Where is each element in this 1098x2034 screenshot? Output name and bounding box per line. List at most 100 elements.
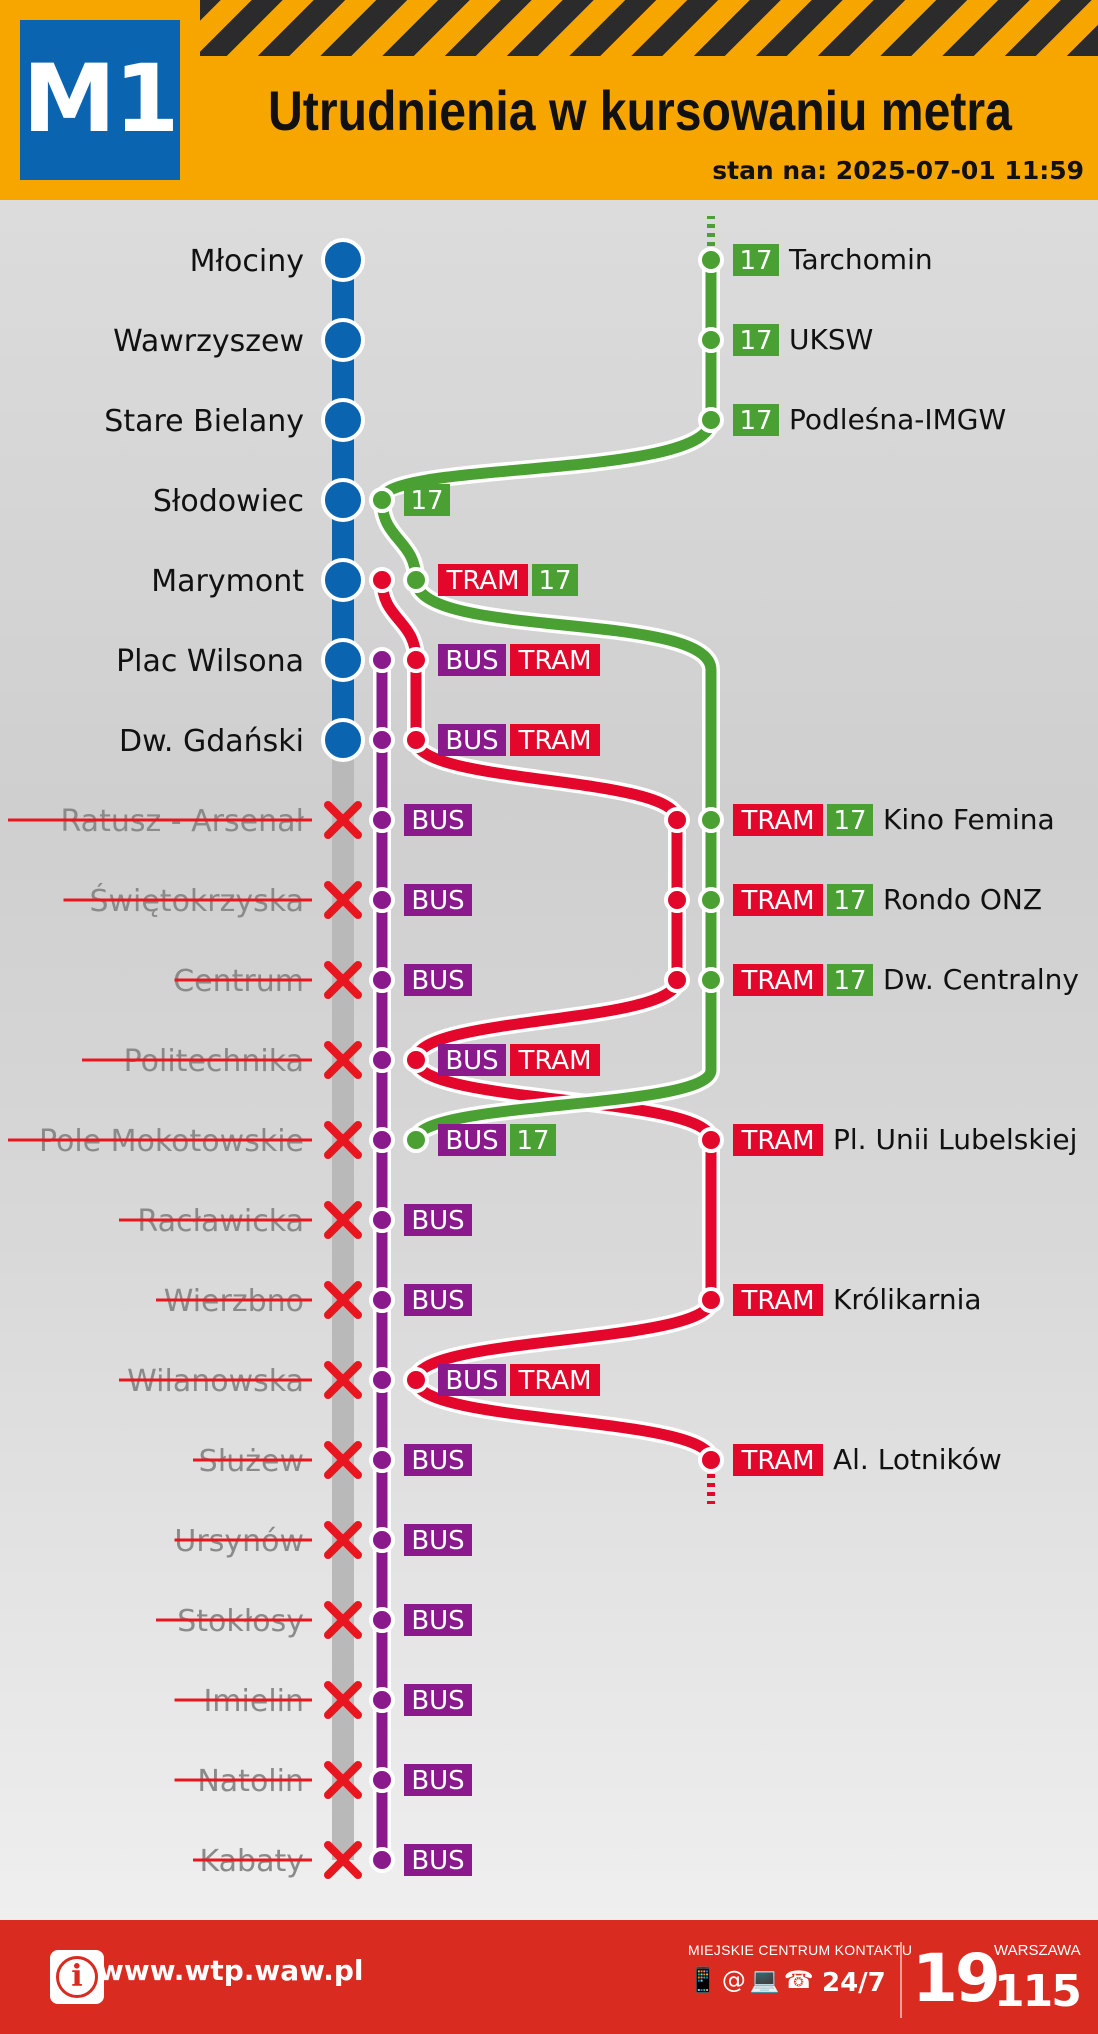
badge-label: BUS [411,1206,464,1236]
tram-line [376,574,717,1466]
replacement-stop-name: Królikarnia [833,1283,982,1316]
phone-number-prefix[interactable]: 19 [912,1940,1001,2017]
website-link[interactable]: www.wtp.waw.pl [98,1954,364,1987]
badge-label: 17 [739,326,772,356]
badge-label: 17 [833,886,866,916]
replacement-stop-name: Tarchomin [788,243,933,276]
closed-station-icon [324,1121,362,1159]
tram-badge [733,1124,823,1156]
line-17-badge [510,1124,556,1156]
closed-station-icon [324,1201,362,1239]
replacement-stop-marker [369,1607,395,1633]
badge-label: TRAM [517,726,591,756]
replacement-stop-marker [698,407,724,433]
status-timestamp: stan na: 2025-07-01 11:59 [712,156,1084,185]
phone-number-suffix[interactable]: 115 [994,1966,1082,2017]
badge-label: BUS [445,646,498,676]
replacement-stop-marker [369,1047,395,1073]
tram-badge [733,804,823,836]
replacement-stop-name: Rondo ONZ [883,883,1042,916]
badge-label: BUS [445,726,498,756]
closed-station-icon [324,1441,362,1479]
tram-badge [733,1284,823,1316]
header: M1 Utrudnienia w kursowaniu metra stan n… [0,0,1098,200]
badge-label: TRAM [740,1446,814,1476]
closed-station-icon [324,801,362,839]
metro-station-name: Plac Wilsona [116,644,304,679]
replacement-stop-marker [664,807,690,833]
badge-label: BUS [411,1446,464,1476]
badge-label: 17 [516,1126,549,1156]
closed-station-icon [324,1681,362,1719]
badge-label: TRAM [517,1046,591,1076]
replacement-stop-name: Kino Femina [883,803,1055,836]
badge-label: TRAM [740,806,814,836]
closed-station-icon [324,1761,362,1799]
closed-station-icon [324,961,362,999]
bus-badge [404,1204,472,1236]
replacement-stop-marker [369,487,395,513]
replacement-stop-name: Podleśna-IMGW [789,403,1006,436]
tram-badge [733,884,823,916]
replacement-stop-marker [369,727,395,753]
bus-badge [404,1604,472,1636]
metro-station-name: Wawrzyszew [113,324,304,359]
replacement-stop-name: UKSW [789,323,873,356]
badge-label: BUS [411,966,464,996]
metro-station-name: Słodowiec [153,484,304,519]
badge-label: TRAM [740,886,814,916]
replacement-stop-marker [698,887,724,913]
metro-station-name: Marymont [151,564,304,599]
tram-badge [510,724,600,756]
bus-badge [438,1124,506,1156]
badge-label: BUS [411,1606,464,1636]
bus-badge [404,1844,472,1876]
badge-label: BUS [411,1526,464,1556]
closed-station-icon [324,1361,362,1399]
badge-label: TRAM [740,1286,814,1316]
bus-badge [404,1524,472,1556]
footer-divider [900,1942,902,2018]
replacement-stop-marker [403,1367,429,1393]
badge-label: 17 [538,566,571,596]
tram-badge [733,964,823,996]
replacement-stop-marker [403,647,429,673]
replacement-stop-marker [369,967,395,993]
line-17-casing [373,251,720,1149]
metro-station-marker [321,478,365,522]
replacement-stop-marker [698,247,724,273]
replacement-stop-marker [369,807,395,833]
page-title: Utrudnienia w kursowaniu metra [268,79,1012,142]
replacement-stop-marker [664,967,690,993]
replacement-stop-marker [698,1447,724,1473]
contact-hours: 24/7 [822,1968,886,1998]
replacement-stop-marker [369,1687,395,1713]
replacement-stop-marker [369,1367,395,1393]
metro-station-marker [321,398,365,442]
closed-station-icon [324,1601,362,1639]
badge-label: BUS [411,1286,464,1316]
metro-station-name: Młociny [190,244,304,279]
bus-badge [404,1764,472,1796]
contact-center-label: MIEJSKIE CENTRUM KONTAKTU [688,1942,913,1958]
badge-label: BUS [411,1686,464,1716]
replacement-stop-marker [369,887,395,913]
replacement-stop-marker [369,1847,395,1873]
bus-badge [404,884,472,916]
replacement-stop-marker [664,887,690,913]
bus-badge [438,724,506,756]
bus-badge [404,1684,472,1716]
badge-label: BUS [411,1846,464,1876]
metro-station-marker [321,638,365,682]
replacement-stop-marker [369,1767,395,1793]
badge-label: TRAM [740,1126,814,1156]
replacement-stop-marker [698,1287,724,1313]
badge-label: BUS [411,806,464,836]
replacement-stop-marker [369,1127,395,1153]
contact-channels-icon: 📱@💻☎ [688,1966,818,1994]
bus-badge [438,644,506,676]
replacement-stop-marker [403,1127,429,1153]
footer: i www.wtp.waw.pl MIEJSKIE CENTRUM KONTAK… [0,1920,1098,2034]
